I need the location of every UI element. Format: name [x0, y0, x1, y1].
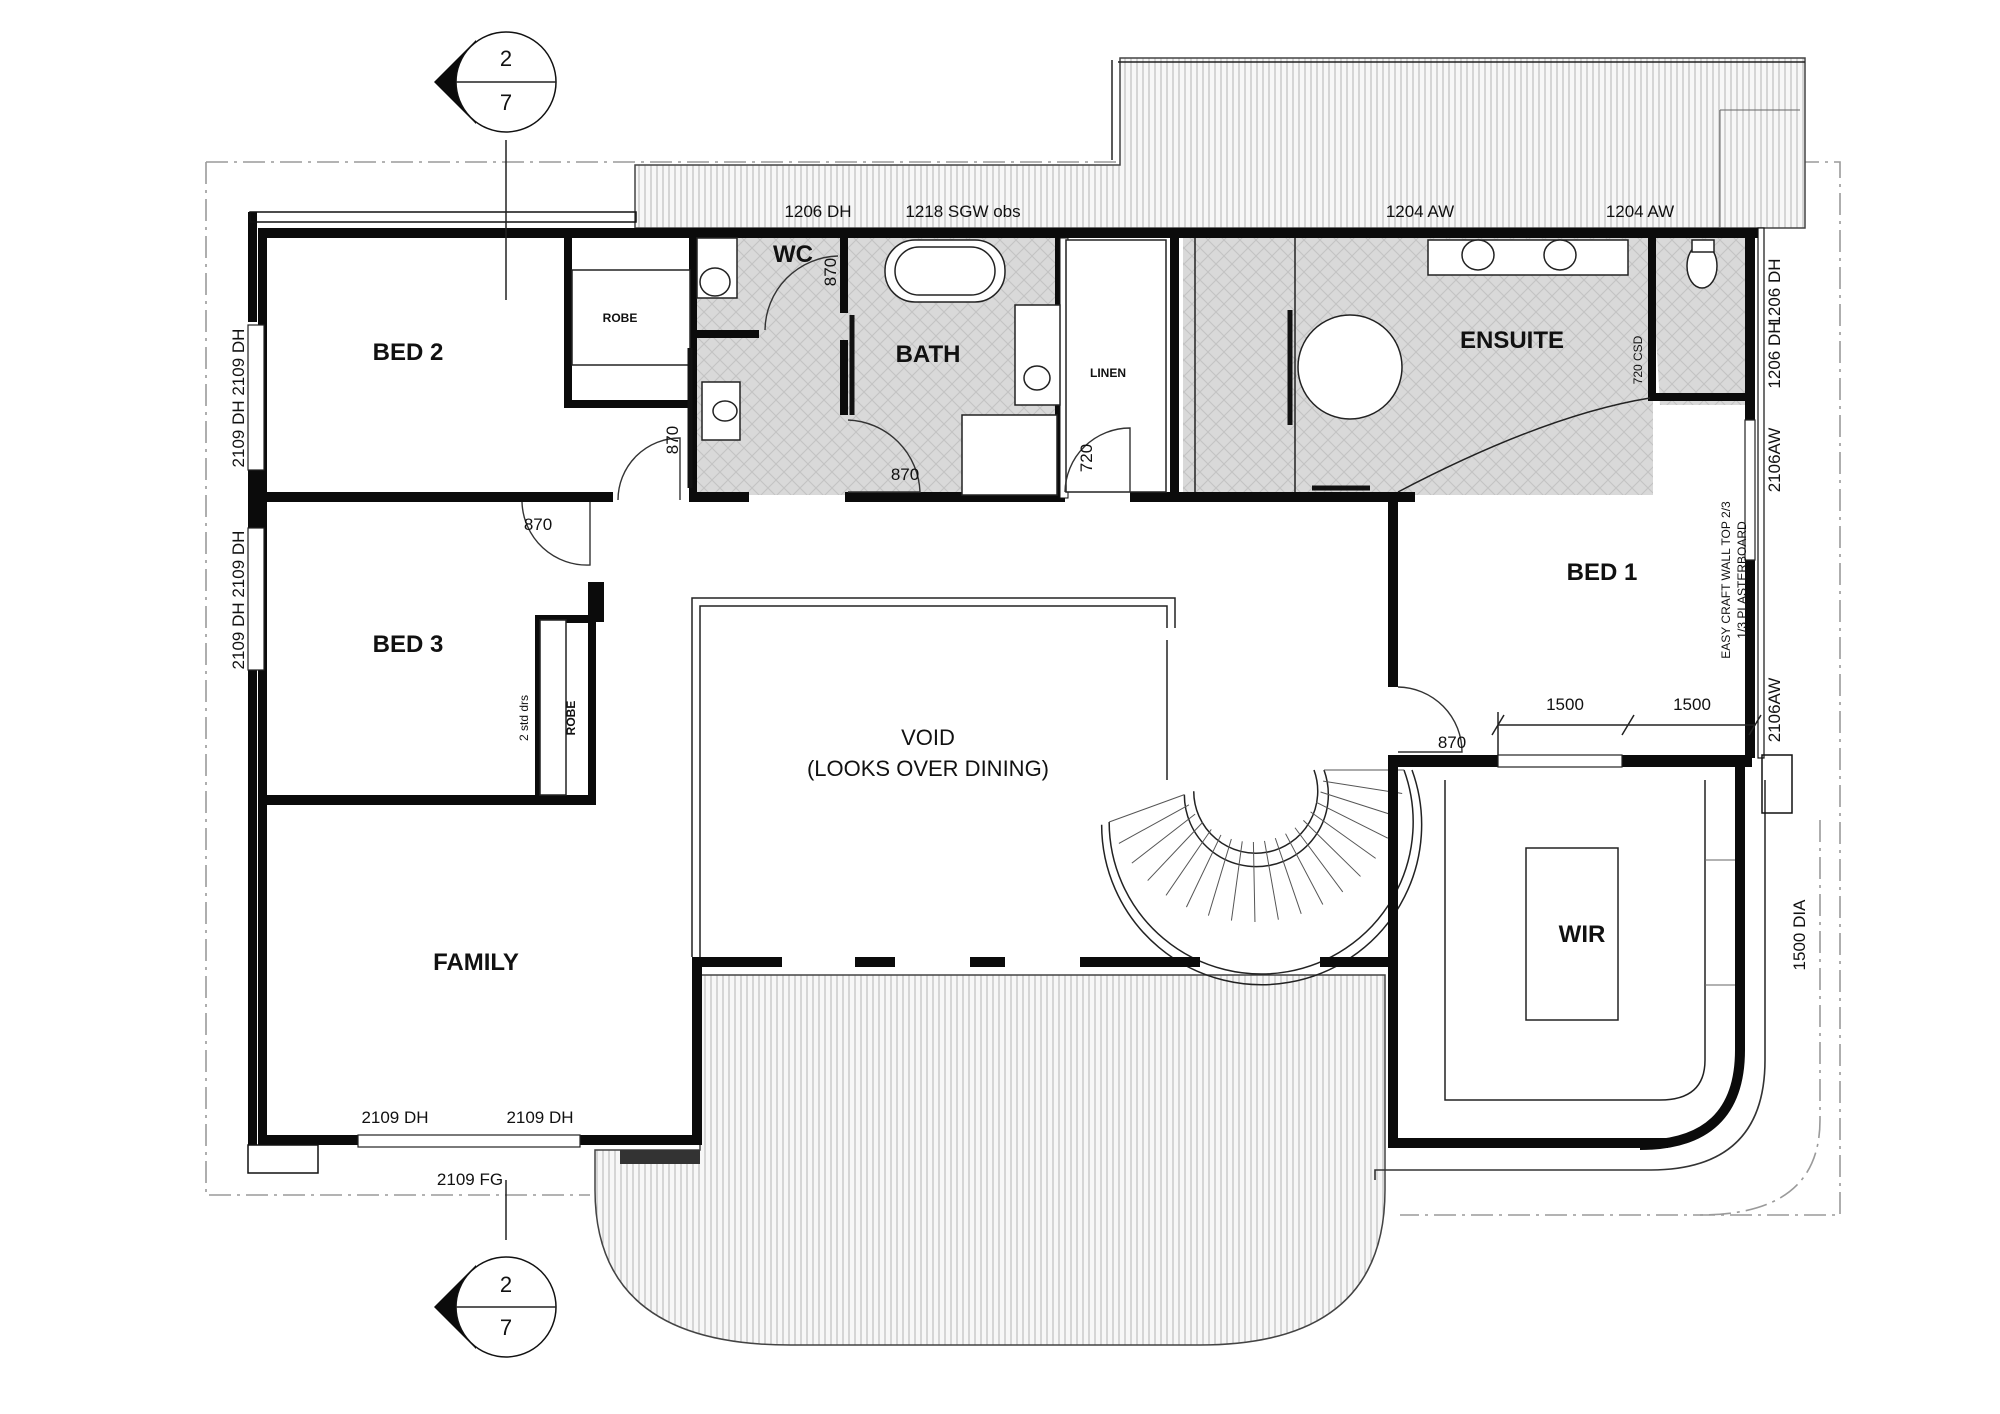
- section-top-sheet: 7: [500, 90, 512, 115]
- stair-tread: [1165, 829, 1212, 896]
- door-label-hall: 870: [663, 426, 682, 454]
- window-labels: 1206 DH 1218 SGW obs 1204 AW 1204 AW 210…: [229, 202, 1784, 1189]
- section-bottom-number: 2: [500, 1272, 512, 1297]
- window-label-1206dh-right-b: 1206 DH: [1765, 321, 1784, 388]
- section-top-number: 2: [500, 46, 512, 71]
- stair-arc: [1192, 769, 1319, 854]
- stair-tread: [1310, 811, 1376, 859]
- stair-tread: [1252, 841, 1256, 922]
- dimension-1500-b: 1500: [1673, 695, 1711, 714]
- room-label-robe-bed2: ROBE: [603, 311, 638, 325]
- fixtures: [539, 237, 1718, 796]
- note-wall-line2: 1/3 PLASTERBOARD: [1735, 521, 1749, 639]
- window-label-2106aw-b: 2106AW: [1765, 678, 1784, 743]
- door-swings: [521, 255, 1463, 753]
- door-label-bed1: 870: [1438, 733, 1466, 752]
- spiral-stair: [1100, 769, 1423, 986]
- void-area: [691, 597, 1176, 957]
- dimension-lines: 1500 1500 1500 DIA: [1491, 695, 1809, 971]
- dimension-1500-a: 1500: [1546, 695, 1584, 714]
- room-label-bath: BATH: [896, 341, 961, 368]
- door-label-wc: 870: [821, 258, 840, 286]
- column: [1761, 754, 1793, 814]
- window-label-1218sgw: 1218 SGW obs: [905, 202, 1020, 221]
- column-hatch: [247, 1144, 319, 1174]
- stair-tread: [1131, 813, 1196, 864]
- stair-arc: [1100, 769, 1423, 986]
- notes: EASY CRAFT WALL TOP 2/3 1/3 PLASTERBOARD…: [517, 501, 1749, 741]
- window-label-2109fg: 2109 FG: [437, 1170, 503, 1189]
- stair-tread: [1185, 834, 1222, 908]
- door-label-bed3: 870: [524, 515, 552, 534]
- door-label-bath: 870: [891, 465, 919, 484]
- window-label-2109dh-bottom-a: 2109 DH: [361, 1108, 428, 1127]
- room-label-wir: WIR: [1559, 921, 1606, 948]
- room-label-bed3: BED 3: [373, 631, 444, 658]
- room-label-wc: WC: [773, 241, 813, 268]
- room-label-linen: LINEN: [1090, 366, 1126, 380]
- window-label-2106aw-a: 2106AW: [1765, 428, 1784, 493]
- section-marker-bottom: 2 7: [434, 1180, 557, 1358]
- note-bed3-shelves: 2 std drs: [517, 695, 531, 741]
- stair-tread: [1147, 822, 1203, 881]
- room-label-robe-bed3: ROBE: [564, 701, 578, 736]
- door-label-ensuite-csd: 720 CSD: [1631, 335, 1645, 384]
- room-labels: BED 2 BED 3 FAMILY WC BATH LINEN ENSUITE…: [373, 241, 1638, 976]
- room-label-bed2: BED 2: [373, 339, 444, 366]
- door-labels: 870 870 870 870 720 870 720 CSD: [524, 258, 1645, 752]
- section-marker-top: 2 7: [434, 31, 557, 300]
- stair-tread: [1264, 840, 1279, 920]
- stair-tread: [1294, 827, 1344, 893]
- room-label-family: FAMILY: [433, 949, 519, 976]
- room-label-void: VOID: [901, 725, 955, 750]
- window-label-2109dh-bottom-b: 2109 DH: [506, 1108, 573, 1127]
- window-label-1206dh-right-a: 1206 DH: [1765, 258, 1784, 325]
- stair-tread: [1108, 794, 1185, 823]
- stair-tread: [1207, 838, 1232, 916]
- dimension-1500-dia: 1500 DIA: [1790, 899, 1809, 971]
- stair-tread: [1316, 801, 1389, 839]
- section-bottom-sheet: 7: [500, 1315, 512, 1340]
- stair-tread: [1320, 791, 1397, 817]
- window-label-1204aw-a: 1204 AW: [1386, 202, 1454, 221]
- note-wall-line1: EASY CRAFT WALL TOP 2/3: [1719, 501, 1733, 659]
- stair-arc: [1183, 769, 1330, 868]
- bottom-balcony: [594, 974, 1386, 1346]
- stair-tread: [1285, 833, 1324, 905]
- window-label-bed3-left: 2109 DH 2109 DH: [229, 531, 248, 670]
- room-label-ensuite: ENSUITE: [1460, 327, 1564, 354]
- window-label-1206dh-top: 1206 DH: [784, 202, 851, 221]
- door-label-linen: 720: [1077, 444, 1096, 472]
- wir-interior: [1444, 780, 1745, 1101]
- window-label-1204aw-b: 1204 AW: [1606, 202, 1674, 221]
- stair-tread: [1274, 837, 1302, 914]
- room-label-void-sub: (LOOKS OVER DINING): [807, 756, 1049, 781]
- stair-arc: [1108, 769, 1414, 975]
- stair-tread: [1230, 841, 1243, 921]
- window-openings: [247, 324, 1756, 1148]
- stair-tread: [1303, 820, 1361, 877]
- window-label-bed2-left: 2109 DH 2109 DH: [229, 329, 248, 468]
- stair-tread: [1118, 804, 1190, 844]
- room-label-bed1: BED 1: [1567, 559, 1638, 586]
